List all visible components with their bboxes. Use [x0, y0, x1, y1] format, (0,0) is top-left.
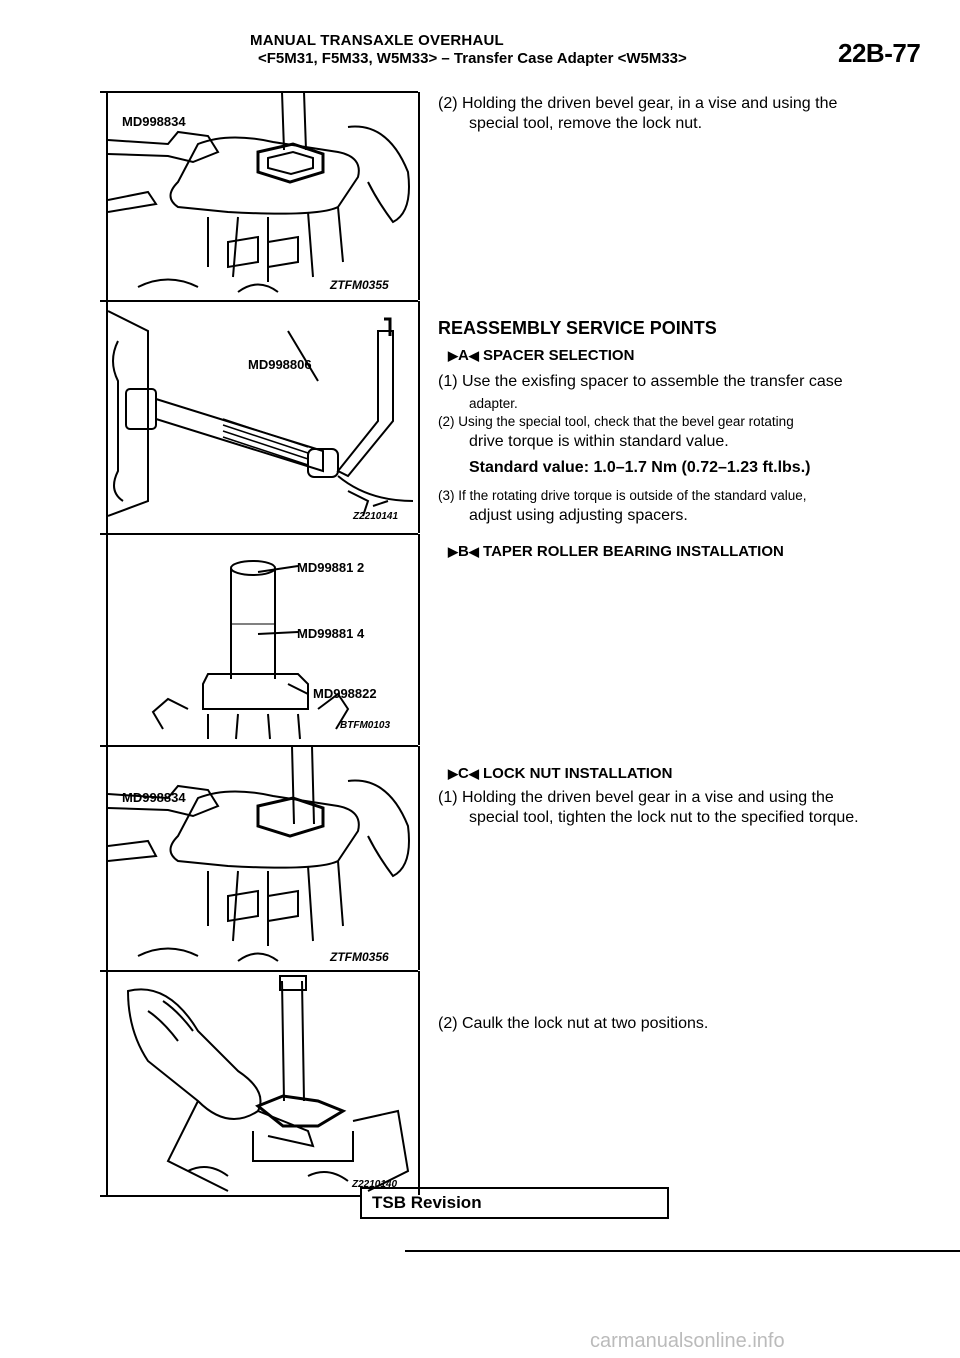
- spacer-selection-title: SPACER SELECTION: [483, 347, 635, 364]
- figure-code: Z2210141: [353, 511, 399, 522]
- bearing-installation-title: TAPER ROLLER BEARING INSTALLATION: [483, 543, 784, 560]
- tsb-revision-label: TSB Revision: [372, 1193, 482, 1212]
- figure-rule: [100, 300, 418, 302]
- spacer-step-3: (3) If the rotating drive torque is outs…: [438, 488, 807, 503]
- service-point-b-marker: B: [458, 543, 469, 560]
- figure-spacer-selection: MD998806 Z2210141: [106, 301, 420, 533]
- spacer-step-3-cont: adjust using adjusting spacers.: [469, 507, 688, 524]
- spacer-step-2-cont: drive torque is within standard value.: [469, 433, 729, 450]
- lock-nut-installation-title: LOCK NUT INSTALLATION: [483, 765, 673, 782]
- tool-number-label: MD998806: [248, 357, 312, 372]
- figure-caulk-lock-nut: Z2210140: [106, 971, 420, 1195]
- figure-rule: [100, 91, 418, 93]
- figure-code: Z2210140: [352, 1179, 398, 1190]
- figure-drawing: [126, 975, 410, 1192]
- spacer-step-1-cont: adapter.: [469, 396, 518, 411]
- reassembly-heading: REASSEMBLY SERVICE POINTS: [438, 318, 717, 338]
- service-point-b-title: ▶B◀ TAPER ROLLER BEARING INSTALLATION: [448, 543, 784, 560]
- site-watermark: carmanualsonline.info: [590, 1330, 785, 1352]
- tool-number-label: MD99881 4: [297, 626, 365, 641]
- figure-code: ZTFM0356: [330, 950, 389, 964]
- figure-rule: [100, 970, 418, 972]
- remove-step-2-cont: special tool, remove the lock nut.: [469, 115, 703, 132]
- figure-drawing: [151, 560, 350, 740]
- spacer-step-2: (2) Using the special tool, check that t…: [438, 414, 794, 429]
- page-number: 22B-77: [838, 38, 921, 68]
- figure-code: ZTFM0355: [330, 278, 389, 292]
- figure-rule: [100, 533, 418, 535]
- tool-number-label: MD998822: [313, 686, 377, 701]
- tsb-revision-box: TSB Revision: [360, 1187, 669, 1219]
- figure-drawing: [108, 92, 410, 293]
- lock-nut-step-1-cont: special tool, tighten the lock nut to th…: [469, 809, 859, 826]
- lock-nut-step-2: (2) Caulk the lock nut at two positions.: [438, 1015, 709, 1032]
- manual-section-title: MANUAL TRANSAXLE OVERHAUL: [250, 32, 504, 49]
- spacer-step-1: (1) Use the exisfing spacer to assemble …: [438, 373, 843, 390]
- service-point-a-title: ▶A◀ SPACER SELECTION: [448, 347, 635, 364]
- figure-lock-nut-installation: MD998834 ZTFM0356: [106, 746, 420, 970]
- figure-code: BTFM0103: [340, 720, 391, 731]
- figure-rule: [100, 745, 418, 747]
- tool-number-label: MD99881 2: [297, 560, 365, 575]
- service-point-c-marker: C: [458, 765, 469, 782]
- tool-number-label: MD998834: [122, 114, 186, 129]
- standard-value: Standard value: 1.0–1.7 Nm (0.72–1.23 ft…: [469, 459, 811, 476]
- service-point-c-title: ▶C◀ LOCK NUT INSTALLATION: [448, 765, 673, 782]
- tool-number-label: MD998834: [122, 790, 186, 805]
- figure-bearing-installation: MD99881 2 MD99881 4 MD998822 BTFM0103: [106, 534, 420, 745]
- figure-drawing: [108, 310, 414, 517]
- figure-remove-lock-nut: MD998834 ZTFM0355: [106, 92, 420, 300]
- figure-drawing: [108, 746, 410, 962]
- lock-nut-step-1: (1) Holding the driven bevel gear in a v…: [438, 789, 834, 806]
- remove-step-2: (2) Holding the driven bevel gear, in a …: [438, 95, 838, 112]
- service-point-a-marker: A: [458, 347, 469, 364]
- manual-subsection-title: <F5M31, F5M33, W5M33> – Transfer Case Ad…: [258, 50, 687, 67]
- figure-rule: [100, 1195, 360, 1197]
- footer-rule: [405, 1250, 960, 1252]
